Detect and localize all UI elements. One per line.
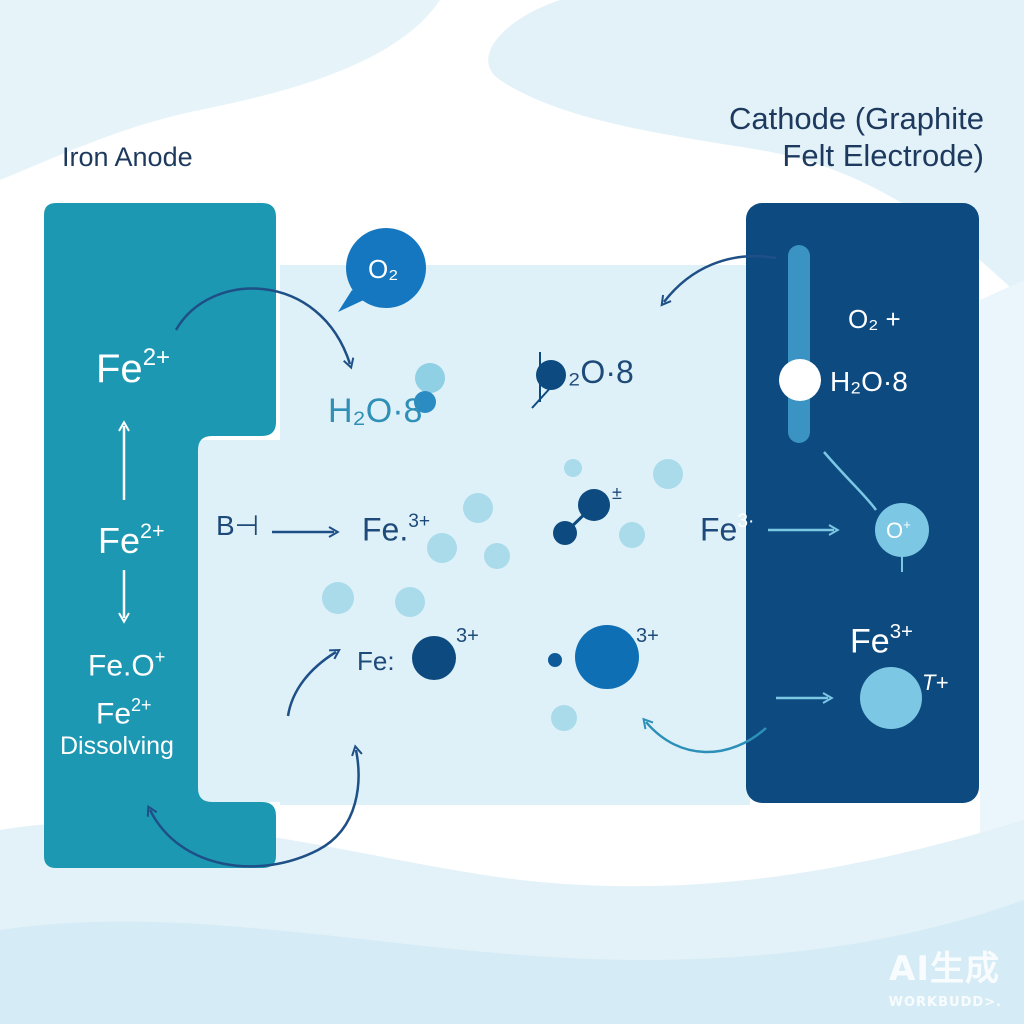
anode-title: Iron Anode bbox=[62, 142, 193, 172]
electrolyte-panel-lower bbox=[198, 440, 298, 802]
particle-mid bbox=[414, 391, 436, 413]
particle-light bbox=[415, 363, 445, 393]
arrow-strip-to-oion bbox=[823, 451, 878, 511]
particle-fe-lower bbox=[412, 636, 456, 680]
arrow-cathode-to-center bbox=[660, 254, 777, 307]
wave-top-left bbox=[0, 0, 440, 180]
blob-charge: 3+ bbox=[636, 625, 659, 647]
iron-anode bbox=[44, 203, 276, 868]
cathode-title-line2: Felt Electrode) bbox=[782, 138, 984, 174]
particle-light bbox=[551, 705, 577, 731]
o2-bubble bbox=[346, 228, 426, 308]
anode-fe2-bottom: Fe2+ bbox=[96, 695, 152, 731]
water-label-center: ₂O·8 bbox=[568, 354, 634, 390]
cathode-o-ion-label: O+ bbox=[886, 517, 911, 544]
particle-big-blob bbox=[575, 625, 639, 689]
particle-light bbox=[322, 582, 354, 614]
cathode-title-line1: Cathode (Graphite bbox=[728, 101, 984, 136]
particle-light bbox=[653, 459, 683, 489]
arrow-anode-to-water bbox=[174, 287, 355, 370]
cathode-felt-strip bbox=[788, 245, 810, 443]
cathode-fe3-bottom: Fe3+ bbox=[850, 621, 913, 661]
fe3-label-left: Fe.3+ bbox=[362, 511, 431, 548]
o2-bubble-label: O₂ bbox=[368, 254, 399, 284]
particles bbox=[322, 352, 929, 731]
b-label: B⊣ bbox=[216, 510, 260, 541]
cathode-o2-label: O₂ + bbox=[848, 304, 901, 334]
dimer-charge: ± bbox=[612, 483, 622, 503]
particle-cathode-ion bbox=[860, 667, 922, 729]
cathode-contact-dot bbox=[779, 359, 821, 401]
fe-label-lower: Fe: bbox=[357, 646, 395, 676]
particle-light bbox=[484, 543, 510, 569]
dimer-atom bbox=[578, 489, 610, 521]
particle-navy bbox=[548, 653, 562, 667]
arrow-up-to-fe bbox=[286, 648, 341, 717]
wave-right bbox=[980, 280, 1024, 860]
water-label-left: H₂O·8 bbox=[328, 392, 423, 430]
anode-fe2-mid: Fe2+ bbox=[98, 518, 165, 562]
cathode-fe3-top: Fe3· bbox=[700, 511, 755, 548]
particle-light bbox=[463, 493, 493, 523]
graphite-cathode bbox=[746, 203, 979, 803]
watermark-subtext: WORKBUDD>. bbox=[888, 995, 1002, 1010]
anode-dissolving: Dissolving bbox=[60, 732, 174, 760]
particle-o-ion bbox=[875, 503, 929, 557]
arrow-bottom-loop bbox=[146, 744, 363, 868]
arrow-cathode-return bbox=[642, 717, 767, 754]
wave-bottom-deep bbox=[0, 900, 1024, 1024]
cathode-water-label: H₂O·8 bbox=[830, 366, 908, 397]
cathode-t-label: T+ bbox=[922, 670, 949, 695]
fe-lower-charge: 3+ bbox=[456, 625, 479, 647]
anode-feo: Fe.O+ bbox=[88, 647, 166, 683]
anode-fe2-top: Fe2+ bbox=[96, 344, 171, 391]
particle-light bbox=[427, 533, 457, 563]
wave-top-right bbox=[488, 0, 1024, 300]
particle-light bbox=[619, 522, 645, 548]
particle-light bbox=[564, 459, 582, 477]
watermark-text: AI生成 bbox=[889, 949, 1000, 989]
electrolyte-panel bbox=[280, 265, 750, 805]
cathode-title: Cathode (Graphite Felt Electrode) bbox=[729, 100, 984, 174]
molecule-atom bbox=[536, 360, 566, 390]
particle-light bbox=[395, 587, 425, 617]
dimer-atom bbox=[553, 521, 577, 545]
